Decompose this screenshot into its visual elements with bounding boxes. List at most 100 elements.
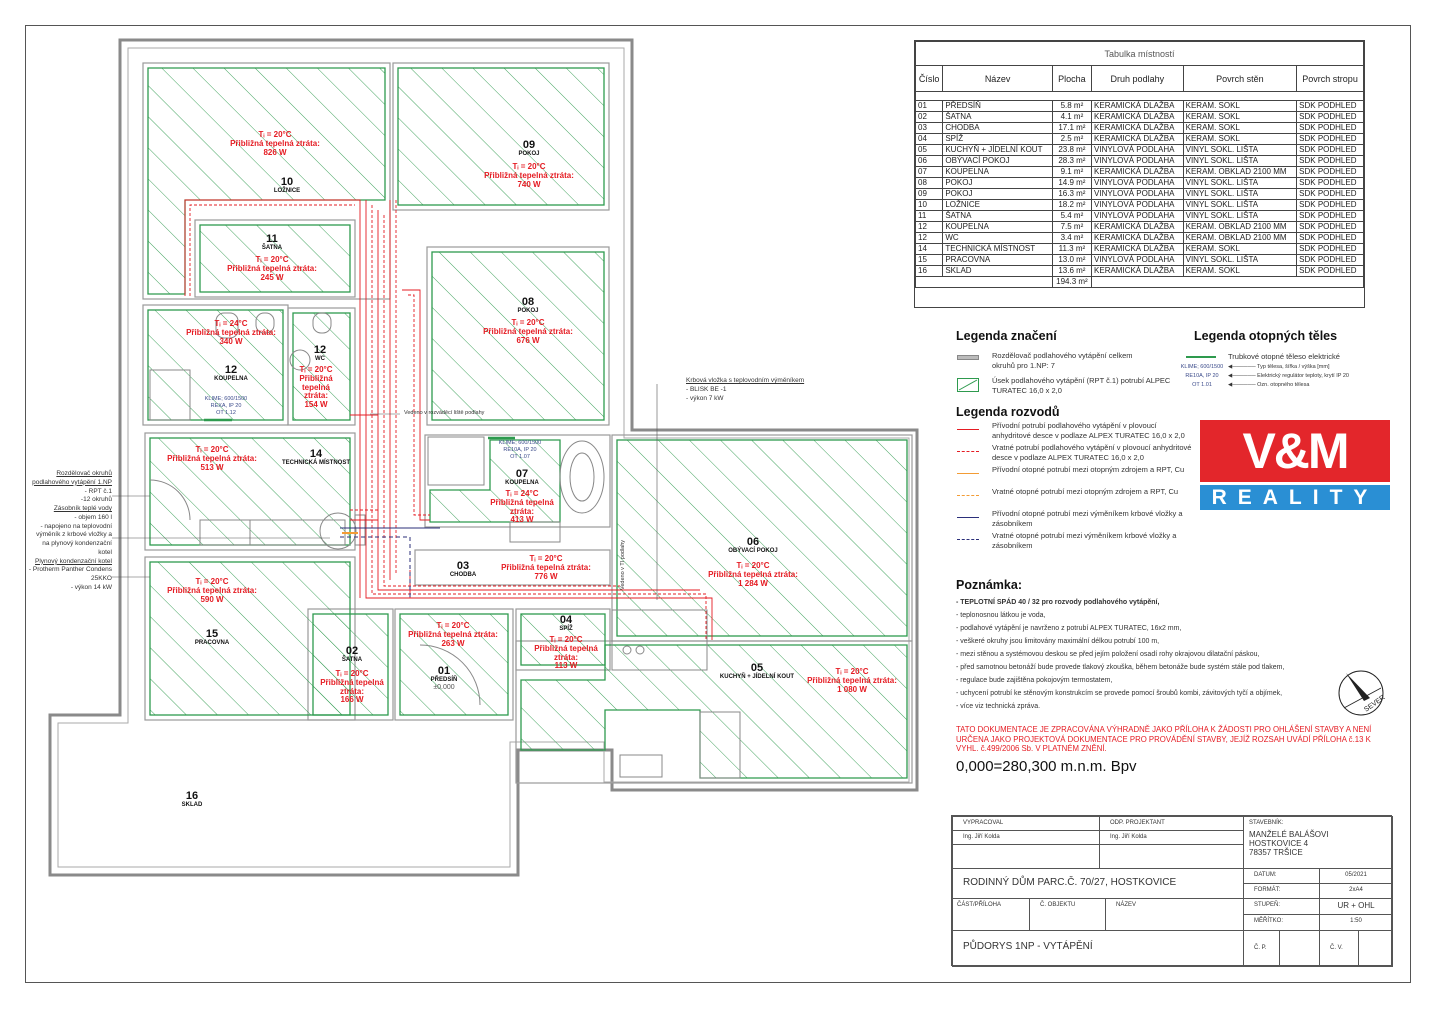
name-label: NÁZEV bbox=[1105, 898, 1244, 931]
date-label: DATUM: bbox=[1243, 868, 1320, 884]
pipe-legend-item: Přívodní otopné potrubí mezi otopným zdr… bbox=[956, 465, 1196, 485]
zone-11 bbox=[199, 224, 351, 293]
table-cell: SDK PODHLED bbox=[1296, 254, 1364, 266]
room-name: WC bbox=[315, 356, 325, 363]
column-header: Povrch stropu bbox=[1296, 65, 1364, 92]
room-name: KOUPELNA bbox=[505, 480, 539, 487]
boiler-line: - Protherm Panther Condens 25KKO bbox=[28, 566, 112, 583]
table-cell: POKOJ bbox=[942, 188, 1053, 200]
table-cell: 09 bbox=[914, 188, 944, 200]
table-cell: VINYL SOKL. LIŠTA bbox=[1182, 210, 1298, 222]
radiator-id: OT 1.07 bbox=[510, 453, 530, 460]
zone-07 bbox=[429, 439, 561, 523]
table-cell: 2.5 m² bbox=[1051, 133, 1093, 145]
table-cell: KOUPELNA bbox=[942, 166, 1053, 178]
room-number: 16 bbox=[185, 790, 199, 802]
table-cell: VINYL SOKL. LIŠTA bbox=[1182, 199, 1298, 211]
room-name: ŠATNA bbox=[261, 245, 283, 252]
heat-loss-value: 1 284 W bbox=[738, 578, 768, 588]
table-cell: KOUPELNA bbox=[942, 221, 1053, 233]
zone-09 bbox=[397, 67, 605, 206]
table-cell: SDK PODHLED bbox=[1296, 111, 1364, 123]
table-cell: KERAMICKÁ DLAŽBA bbox=[1091, 133, 1184, 145]
table-cell: 13.0 m² bbox=[1051, 254, 1093, 266]
table-cell: VINYL SOKL. LIŠTA bbox=[1182, 188, 1298, 200]
logo-mark: V&M bbox=[1200, 420, 1390, 482]
legend-marking-title: Legenda značení bbox=[956, 329, 1057, 343]
floor-heating-pipes bbox=[184, 199, 713, 640]
table-cell: VINYLOVÁ PODLAHA bbox=[1091, 155, 1184, 167]
note-line: - uchycení potrubí ke stěnovým konstrukc… bbox=[956, 690, 1283, 697]
table-cell: 01 bbox=[914, 100, 944, 112]
table-cell: 23.8 m² bbox=[1051, 144, 1093, 156]
note-line: - TEPLOTNÍ SPÁD 40 / 32 pro rozvody podl… bbox=[956, 599, 1160, 606]
legend-pipes-title: Legenda rozvodů bbox=[956, 405, 1060, 419]
table-cell: KERAM. OBKLAD 2100 MM bbox=[1182, 221, 1298, 233]
drawing-title: PŮDORYS 1NP - VYTÁPĚNÍ bbox=[952, 930, 1244, 967]
table-cell: 07 bbox=[914, 166, 944, 178]
fireplace-pipes bbox=[340, 527, 440, 600]
legal-warning: TATO DOKUMENTACE JE ZPRACOVÁNA VÝHRADNĚ … bbox=[956, 725, 1372, 753]
table-cell: 4.1 m² bbox=[1051, 111, 1093, 123]
table-cell: 05 bbox=[914, 144, 944, 156]
note-line: - mezi stěnou a systémovou deskou se pře… bbox=[956, 651, 1260, 658]
heater-sample-regulator: RE10A, IP 20 bbox=[1185, 373, 1219, 379]
table-cell: VINYLOVÁ PODLAHA bbox=[1091, 177, 1184, 189]
pipe-legend-text: Vratné otopné potrubí mezi otopným zdroj… bbox=[992, 487, 1179, 496]
cp-label: Č. P. bbox=[1243, 930, 1280, 967]
radiator-id: OT 1.12 bbox=[216, 409, 236, 416]
heat-loss-value: 166 W bbox=[340, 695, 364, 705]
designer-sign bbox=[1099, 844, 1244, 869]
heat-loss-value: 676 W bbox=[516, 335, 540, 345]
arrow-left-icon: ◀────── bbox=[1228, 364, 1258, 370]
table-cell: KERAM. OBKLAD 2100 MM bbox=[1182, 166, 1298, 178]
heat-loss-label: Přibližná tepelná ztráta: bbox=[186, 327, 276, 337]
table-cell: KERAM. SOKL bbox=[1182, 111, 1298, 123]
table-cell: 12 bbox=[914, 232, 944, 244]
supply-pipe-line-icon bbox=[957, 517, 979, 518]
table-cell: 04 bbox=[914, 133, 944, 145]
table-cell: 28.3 m² bbox=[1051, 155, 1093, 167]
table-cell: VINYLOVÁ PODLAHA bbox=[1091, 199, 1184, 211]
table-cell: SDK PODHLED bbox=[1296, 100, 1364, 112]
supply-pipe-line-icon bbox=[957, 429, 979, 430]
room-number: 03 bbox=[456, 560, 470, 572]
table-cell: VINYLOVÁ PODLAHA bbox=[1091, 144, 1184, 156]
table-cell: 14.9 m² bbox=[1051, 177, 1093, 189]
table-cell: 11.3 m² bbox=[1051, 243, 1093, 255]
duct-note: Vedeno v rozváděcí liště podlahy bbox=[404, 410, 485, 416]
pipe-legend-item: Vratné otopné potrubí mezi výměníkem krb… bbox=[956, 531, 1196, 551]
room-name: LOŽNICE bbox=[273, 188, 301, 195]
table-cell: 14 bbox=[914, 243, 944, 255]
drawn-by-label: VYPRACOVAL bbox=[952, 816, 1100, 831]
room-number: 14 bbox=[309, 448, 323, 460]
client-line: HOSTKOVICE 4 bbox=[1249, 839, 1309, 848]
boiler-line: - výkon 14 kW bbox=[70, 583, 112, 591]
distributor-line: - RPT č.1 bbox=[84, 487, 112, 495]
room-temperature: Tᵢ = 20°C bbox=[549, 635, 583, 644]
heating-zones bbox=[147, 67, 908, 779]
table-cell: KERAMICKÁ DLAŽBA bbox=[1091, 232, 1184, 244]
table-cell: 03 bbox=[914, 122, 944, 134]
ti-note: Vedeno v TI podlahy bbox=[620, 539, 626, 590]
room-temperature: Tᵢ = 20°C bbox=[835, 667, 869, 676]
table-cell: SPÍŽ bbox=[942, 133, 1053, 145]
heat-loss-value: 513 W bbox=[200, 462, 224, 472]
table-cell: KERAM. SOKL bbox=[1182, 100, 1298, 112]
table-cell: SDK PODHLED bbox=[1296, 199, 1364, 211]
project-title: RODINNÝ DŮM PARC.Č. 70/27, HOSTKOVICE bbox=[952, 868, 1244, 899]
